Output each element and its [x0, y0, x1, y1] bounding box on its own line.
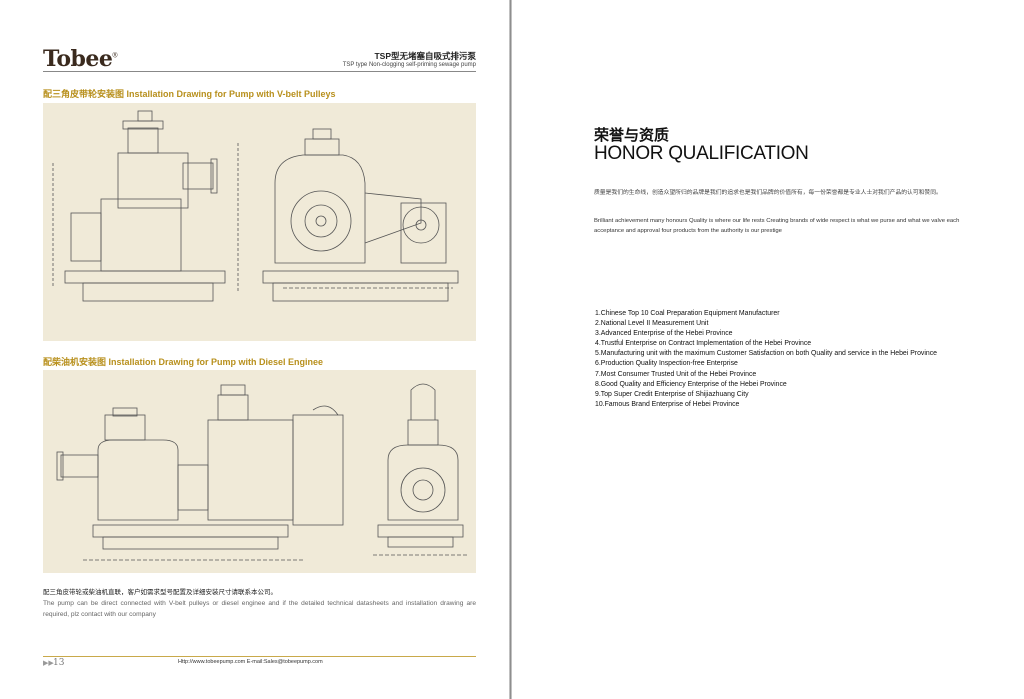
- honor-list: 1.Chinese Top 10 Coal Preparation Equipm…: [595, 309, 937, 410]
- list-item: 3.Advanced Enterprise of the Hebei Provi…: [595, 330, 733, 338]
- section-title-diesel: 配柴油机安装图 Installation Drawing for Pump wi…: [43, 357, 324, 367]
- section-title-vbelt: 配三角皮带轮安装图 Installation Drawing for Pump …: [43, 89, 336, 99]
- install-note-en: The pump can be direct connected with V-…: [43, 600, 476, 618]
- list-item: 4.Trustful Enterprise on Contract Implem…: [595, 340, 812, 348]
- registered-mark: ®: [112, 52, 118, 60]
- list-item: 7.Most Consumer Trusted Unit of the Hebe…: [595, 370, 757, 378]
- header-title-en: TSP type Non-clogging self-priming sewag…: [342, 62, 476, 68]
- list-item: 5.Manufacturing unit with the maximum Cu…: [595, 350, 938, 358]
- honor-intro-en: Brilliant achievement many honours Quali…: [594, 218, 960, 234]
- left-page: Tobee® TSP型无堵塞自吸式排污泵 TSP type Non-cloggi…: [0, 0, 510, 699]
- list-item: 2.National Level II Measurement Unit: [595, 320, 709, 328]
- install-note-cn: 配三角皮带轮或柴油机直联，客户如需求型号配置及详细安装尺寸请联系本公司。: [43, 589, 277, 596]
- honor-intro-cn: 质量是我们的生命线，创造众望所归的品牌是我们的追求也是我们品牌的价值所有，每一份…: [594, 190, 942, 196]
- header-title-cn: TSP型无堵塞自吸式排污泵: [374, 51, 476, 61]
- honor-title-en: HONOR QUALIFICATION: [594, 143, 809, 164]
- footer-contact: Http://www.tobeepump.com E-mail:Sales@to…: [178, 659, 323, 665]
- footer-divider: [43, 656, 476, 657]
- list-item: 9.Top Super Credit Enterprise of Shijiaz…: [595, 390, 749, 398]
- list-item: 10.Famous Brand Enterprise of Hebei Prov…: [595, 400, 740, 408]
- book-spine: [509, 0, 512, 699]
- vbelt-drawing: [43, 103, 476, 341]
- list-item: 1.Chinese Top 10 Coal Preparation Equipm…: [595, 310, 780, 317]
- list-item: 6.Production Quality Inspection-free Ent…: [595, 360, 738, 368]
- page-arrow-icon: ▶▶: [43, 660, 54, 667]
- header-divider: [43, 71, 476, 72]
- honor-title-cn: 荣誉与资质: [594, 127, 670, 144]
- diesel-drawing: [43, 370, 476, 573]
- brand-logo: Tobee®: [43, 46, 118, 72]
- page-number: 13: [53, 658, 65, 668]
- right-page: 荣誉与资质 HONOR QUALIFICATION 质量是我们的生命线，创造众望…: [512, 0, 1024, 699]
- list-item: 8.Good Quality and Efficiency Enterprise…: [595, 380, 787, 388]
